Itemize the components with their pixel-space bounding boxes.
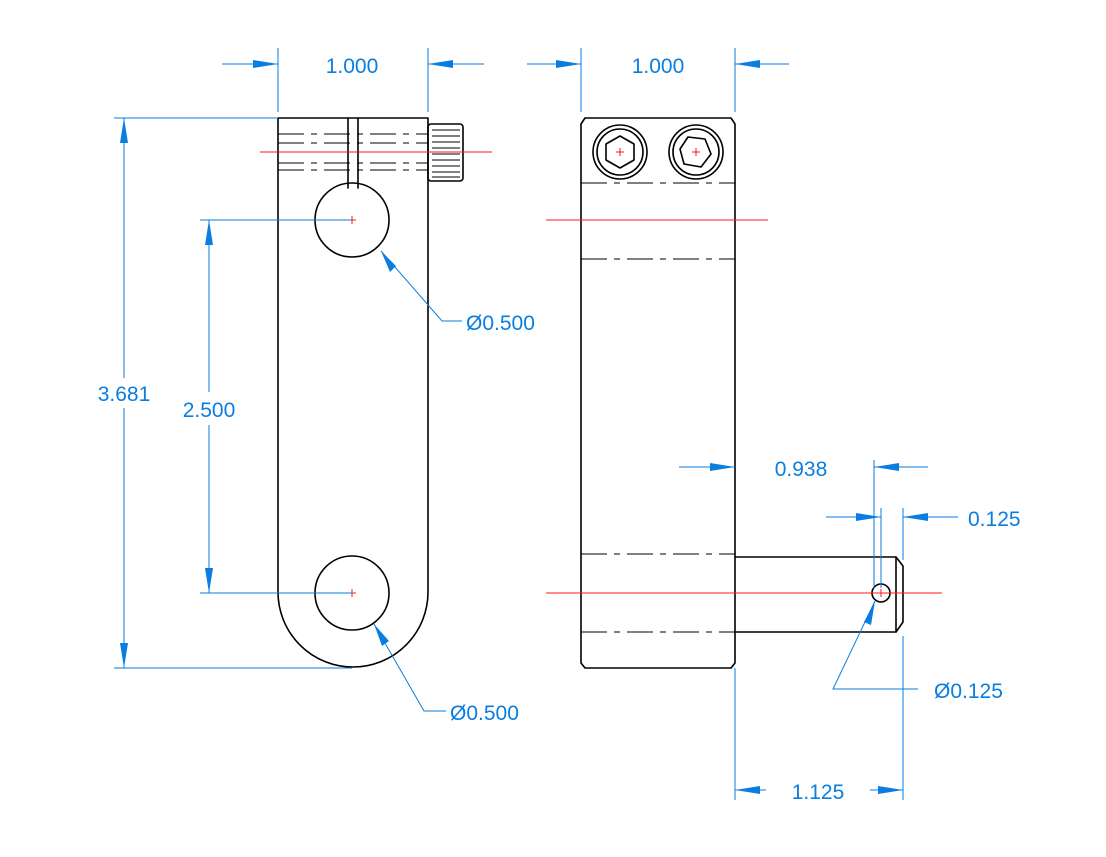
dim-side-width: 1.000 xyxy=(632,55,685,78)
dim-pin-hole-offset: 0.938 xyxy=(775,458,828,481)
thumbscrew-knurl xyxy=(432,129,460,178)
dim-hole-spacing: 2.500 xyxy=(183,399,236,422)
dim-top-hole-dia: Ø0.500 xyxy=(466,312,535,335)
dim-pin-length: 1.125 xyxy=(792,781,845,804)
side-body-outline xyxy=(580,117,736,669)
pin-hole-center-mark xyxy=(877,589,885,597)
front-view xyxy=(260,117,492,668)
dim-overall-height: 3.681 xyxy=(98,383,151,406)
socket-head-screw-1 xyxy=(592,124,648,180)
front-clamp-slot xyxy=(347,117,359,189)
socket-head-screw-2 xyxy=(668,124,724,180)
side-pin xyxy=(734,556,904,633)
dim-pin-hole-width: 0.125 xyxy=(968,508,1021,531)
dim-bottom-hole-dia: Ø0.500 xyxy=(450,702,519,725)
front-body-outline xyxy=(277,117,429,668)
dim-front-width: 1.000 xyxy=(326,55,379,78)
side-view xyxy=(546,117,942,669)
front-dimensions: 1.000 3.681 2.500 Ø0.500 Ø0.500 xyxy=(98,48,535,725)
side-dimensions: 1.000 0.938 0.125 Ø0.125 1.125 xyxy=(527,48,1021,804)
dim-pin-hole-dia: Ø0.125 xyxy=(934,680,1003,703)
